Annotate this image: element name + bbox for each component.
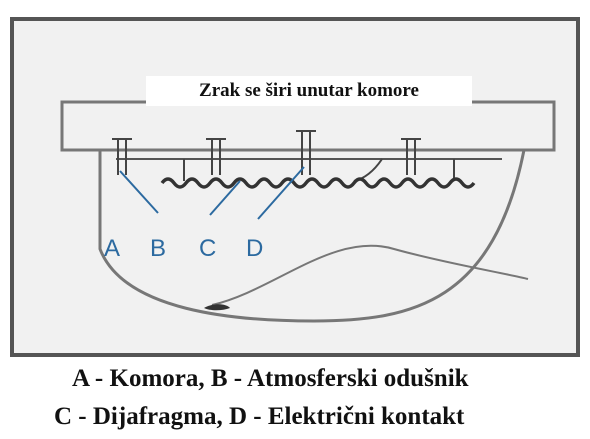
label-c: C (199, 235, 217, 262)
diaphragm-supports (183, 158, 455, 182)
legend-item-a: A - Komora, (72, 365, 205, 392)
label-leader-lines (119, 166, 305, 220)
label-d: D (246, 235, 264, 262)
leader-line-d (257, 166, 305, 220)
diagram-frame: Zrak se širi unutar komore A B C D (10, 17, 580, 357)
legend-item-d: D - Električni kontakt (228, 403, 465, 430)
chamber-outline (98, 149, 526, 323)
contact-brackets (112, 130, 421, 175)
diagram-title: Zrak se širi unutar komore (146, 76, 472, 106)
weight-blob (204, 304, 230, 311)
label-a: A (104, 235, 121, 262)
legend-item-b: B - Atmosferski odušnik (210, 365, 469, 392)
label-b: B (150, 235, 167, 262)
leader-line-c (209, 180, 241, 216)
legend-row-1: A - Komora, B - Atmosferski odušnik (72, 364, 469, 394)
diaphragm-bag-line (211, 244, 529, 306)
top-plate (60, 100, 556, 152)
diaphragm-wave (160, 177, 476, 189)
legend-item-c: C - Dijafragma, (54, 403, 223, 430)
pressure-switch-diagram (60, 100, 556, 323)
leader-line-a (119, 170, 159, 214)
legend-row-2: C - Dijafragma, D - Električni kontakt (54, 402, 464, 432)
